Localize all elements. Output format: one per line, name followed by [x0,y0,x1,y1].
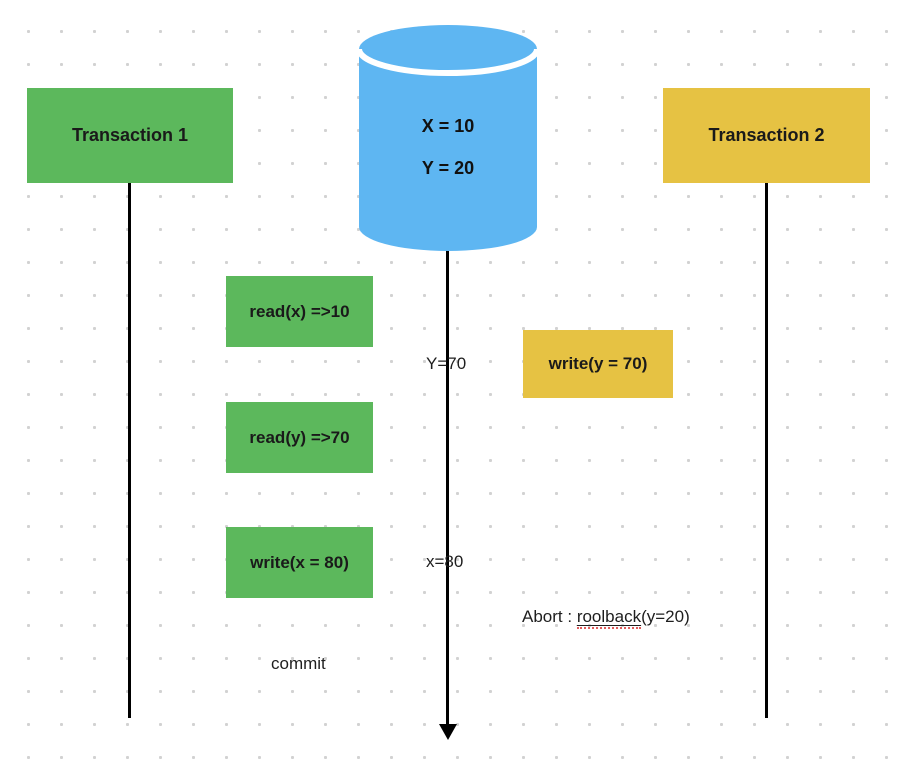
abort-note-prefix: Abort : [522,607,577,626]
database-value-x: X = 10 [421,116,475,136]
transaction2-lifeline [765,183,768,718]
op-write-y-label: write(y = 70) [548,354,648,373]
timeline-label-x80: x=80 [426,552,464,571]
timeline-label-y70: Y=70 [426,354,467,373]
abort-note-rollback-word: roolback [576,607,642,629]
commit-note: commit [271,654,326,673]
database-value-y: Y = 20 [421,158,475,178]
op-write-x-node: write(x = 80) [226,527,373,598]
timeline-arrowhead-icon [439,724,457,740]
database-values: X = 10 Y = 20 [359,105,537,189]
op-write-y-node: write(y = 70) [523,330,673,398]
transaction1-node: Transaction 1 [27,88,233,183]
transaction1-label: Transaction 1 [71,125,189,145]
transaction1-lifeline [128,183,131,718]
op-read-x-node: read(x) =>10 [226,276,373,347]
op-read-y-node: read(y) =>70 [226,402,373,473]
database-cylinder-icon [359,25,537,251]
transaction2-node: Transaction 2 [663,88,870,183]
database-timeline-line [446,248,449,726]
abort-note: Abort : roolback(y=20) [522,607,690,629]
op-write-x-label: write(x = 80) [250,552,349,572]
abort-note-suffix: (y=20) [641,607,690,626]
op-read-y-label: read(y) =>70 [249,427,350,447]
op-read-x-label: read(x) =>10 [249,301,350,321]
transaction2-label: Transaction 2 [708,125,825,145]
